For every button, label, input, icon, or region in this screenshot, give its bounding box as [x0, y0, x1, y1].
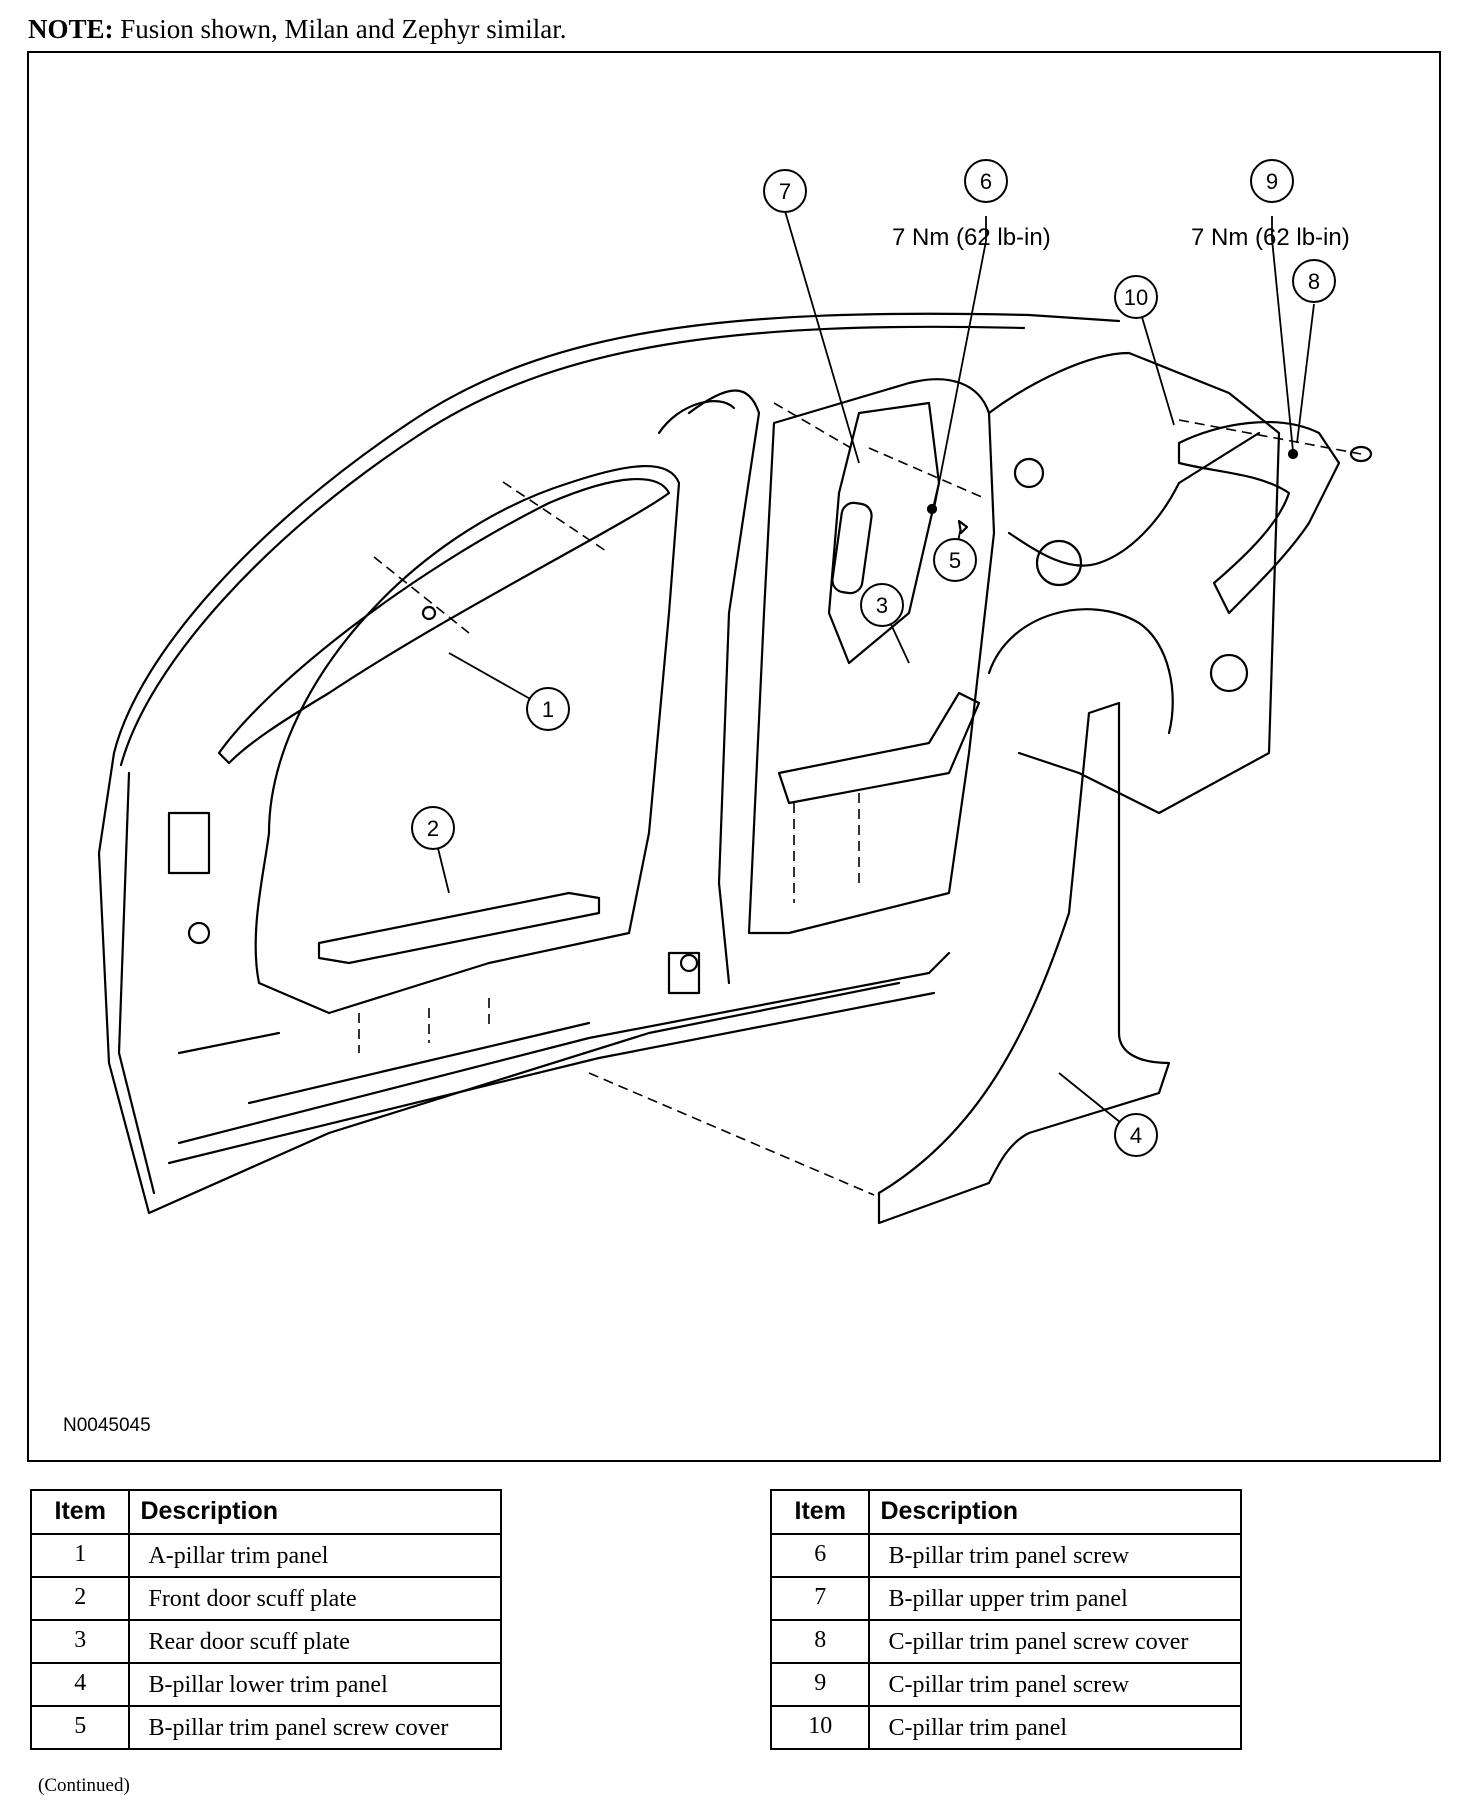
figure-id: N0045045 [63, 1415, 151, 1436]
callout-2: 2 [427, 816, 439, 841]
torque-spec-6: 7 Nm (62 lb-in) [892, 224, 1051, 251]
description-header: Description [868, 1489, 1242, 1535]
item-cell: 6 [769, 1533, 871, 1578]
callout-7-circle [763, 169, 807, 213]
callout-3: 3 [876, 593, 888, 618]
callout-1: 1 [542, 697, 554, 722]
callout-9-circle [1250, 159, 1294, 203]
item-cell: 5 [29, 1705, 131, 1750]
callout-3-circle [860, 583, 904, 627]
table-header-row: Item Description [29, 1489, 502, 1535]
callout-7: 7 [779, 179, 791, 204]
description-cell: B-pillar upper trim panel [868, 1576, 1242, 1621]
body-side-illustration: 1 2 3 4 5 6 7 8 9 10 [97, 159, 1373, 1225]
description-cell: Front door scuff plate [128, 1576, 502, 1621]
description-cell: C-pillar trim panel screw cover [868, 1619, 1242, 1664]
description-cell: B-pillar trim panel screw cover [128, 1705, 502, 1750]
callout-2-circle [411, 806, 455, 850]
note-text: Fusion shown, Milan and Zephyr similar. [120, 14, 567, 44]
description-header: Description [128, 1489, 502, 1535]
callout-4-circle [1114, 1113, 1158, 1157]
item-cell: 1 [29, 1533, 131, 1578]
description-cell: B-pillar trim panel screw [868, 1533, 1242, 1578]
callout-1-circle [526, 687, 570, 731]
description-cell: C-pillar trim panel screw [868, 1662, 1242, 1707]
item-cell: 3 [29, 1619, 131, 1664]
table-header-row: Item Description [769, 1489, 1242, 1535]
item-cell: 9 [769, 1662, 871, 1707]
note: NOTE: Fusion shown, Milan and Zephyr sim… [28, 14, 567, 45]
item-header: Item [29, 1489, 131, 1535]
item-cell: 2 [29, 1576, 131, 1621]
item-header: Item [769, 1489, 871, 1535]
callout-5: 5 [949, 548, 961, 573]
callout-5-circle [933, 538, 977, 582]
description-cell: Rear door scuff plate [128, 1619, 502, 1664]
callout-10: 10 [1124, 285, 1148, 310]
item-cell: 4 [29, 1662, 131, 1707]
callout-10-circle [1114, 275, 1158, 319]
note-label: NOTE: [28, 14, 114, 44]
callout-6-circle [964, 159, 1008, 203]
item-cell: 7 [769, 1576, 871, 1621]
callout-4: 4 [1130, 1123, 1142, 1148]
description-cell: B-pillar lower trim panel [128, 1662, 502, 1707]
description-cell: C-pillar trim panel [868, 1705, 1242, 1750]
callout-8: 8 [1308, 269, 1320, 294]
torque-spec-9: 7 Nm (62 lb-in) [1191, 224, 1350, 251]
continued-label: (Continued) [38, 1775, 130, 1796]
callout-9: 9 [1266, 169, 1278, 194]
callout-8-circle [1292, 259, 1336, 303]
item-cell: 8 [769, 1619, 871, 1664]
description-cell: A-pillar trim panel [128, 1533, 502, 1578]
callout-6: 6 [980, 169, 992, 194]
item-cell: 10 [769, 1705, 871, 1750]
exploded-view-figure: 1 2 3 4 5 6 7 8 9 10 7 Nm (62 lb-in) 7 N… [27, 51, 1441, 1462]
